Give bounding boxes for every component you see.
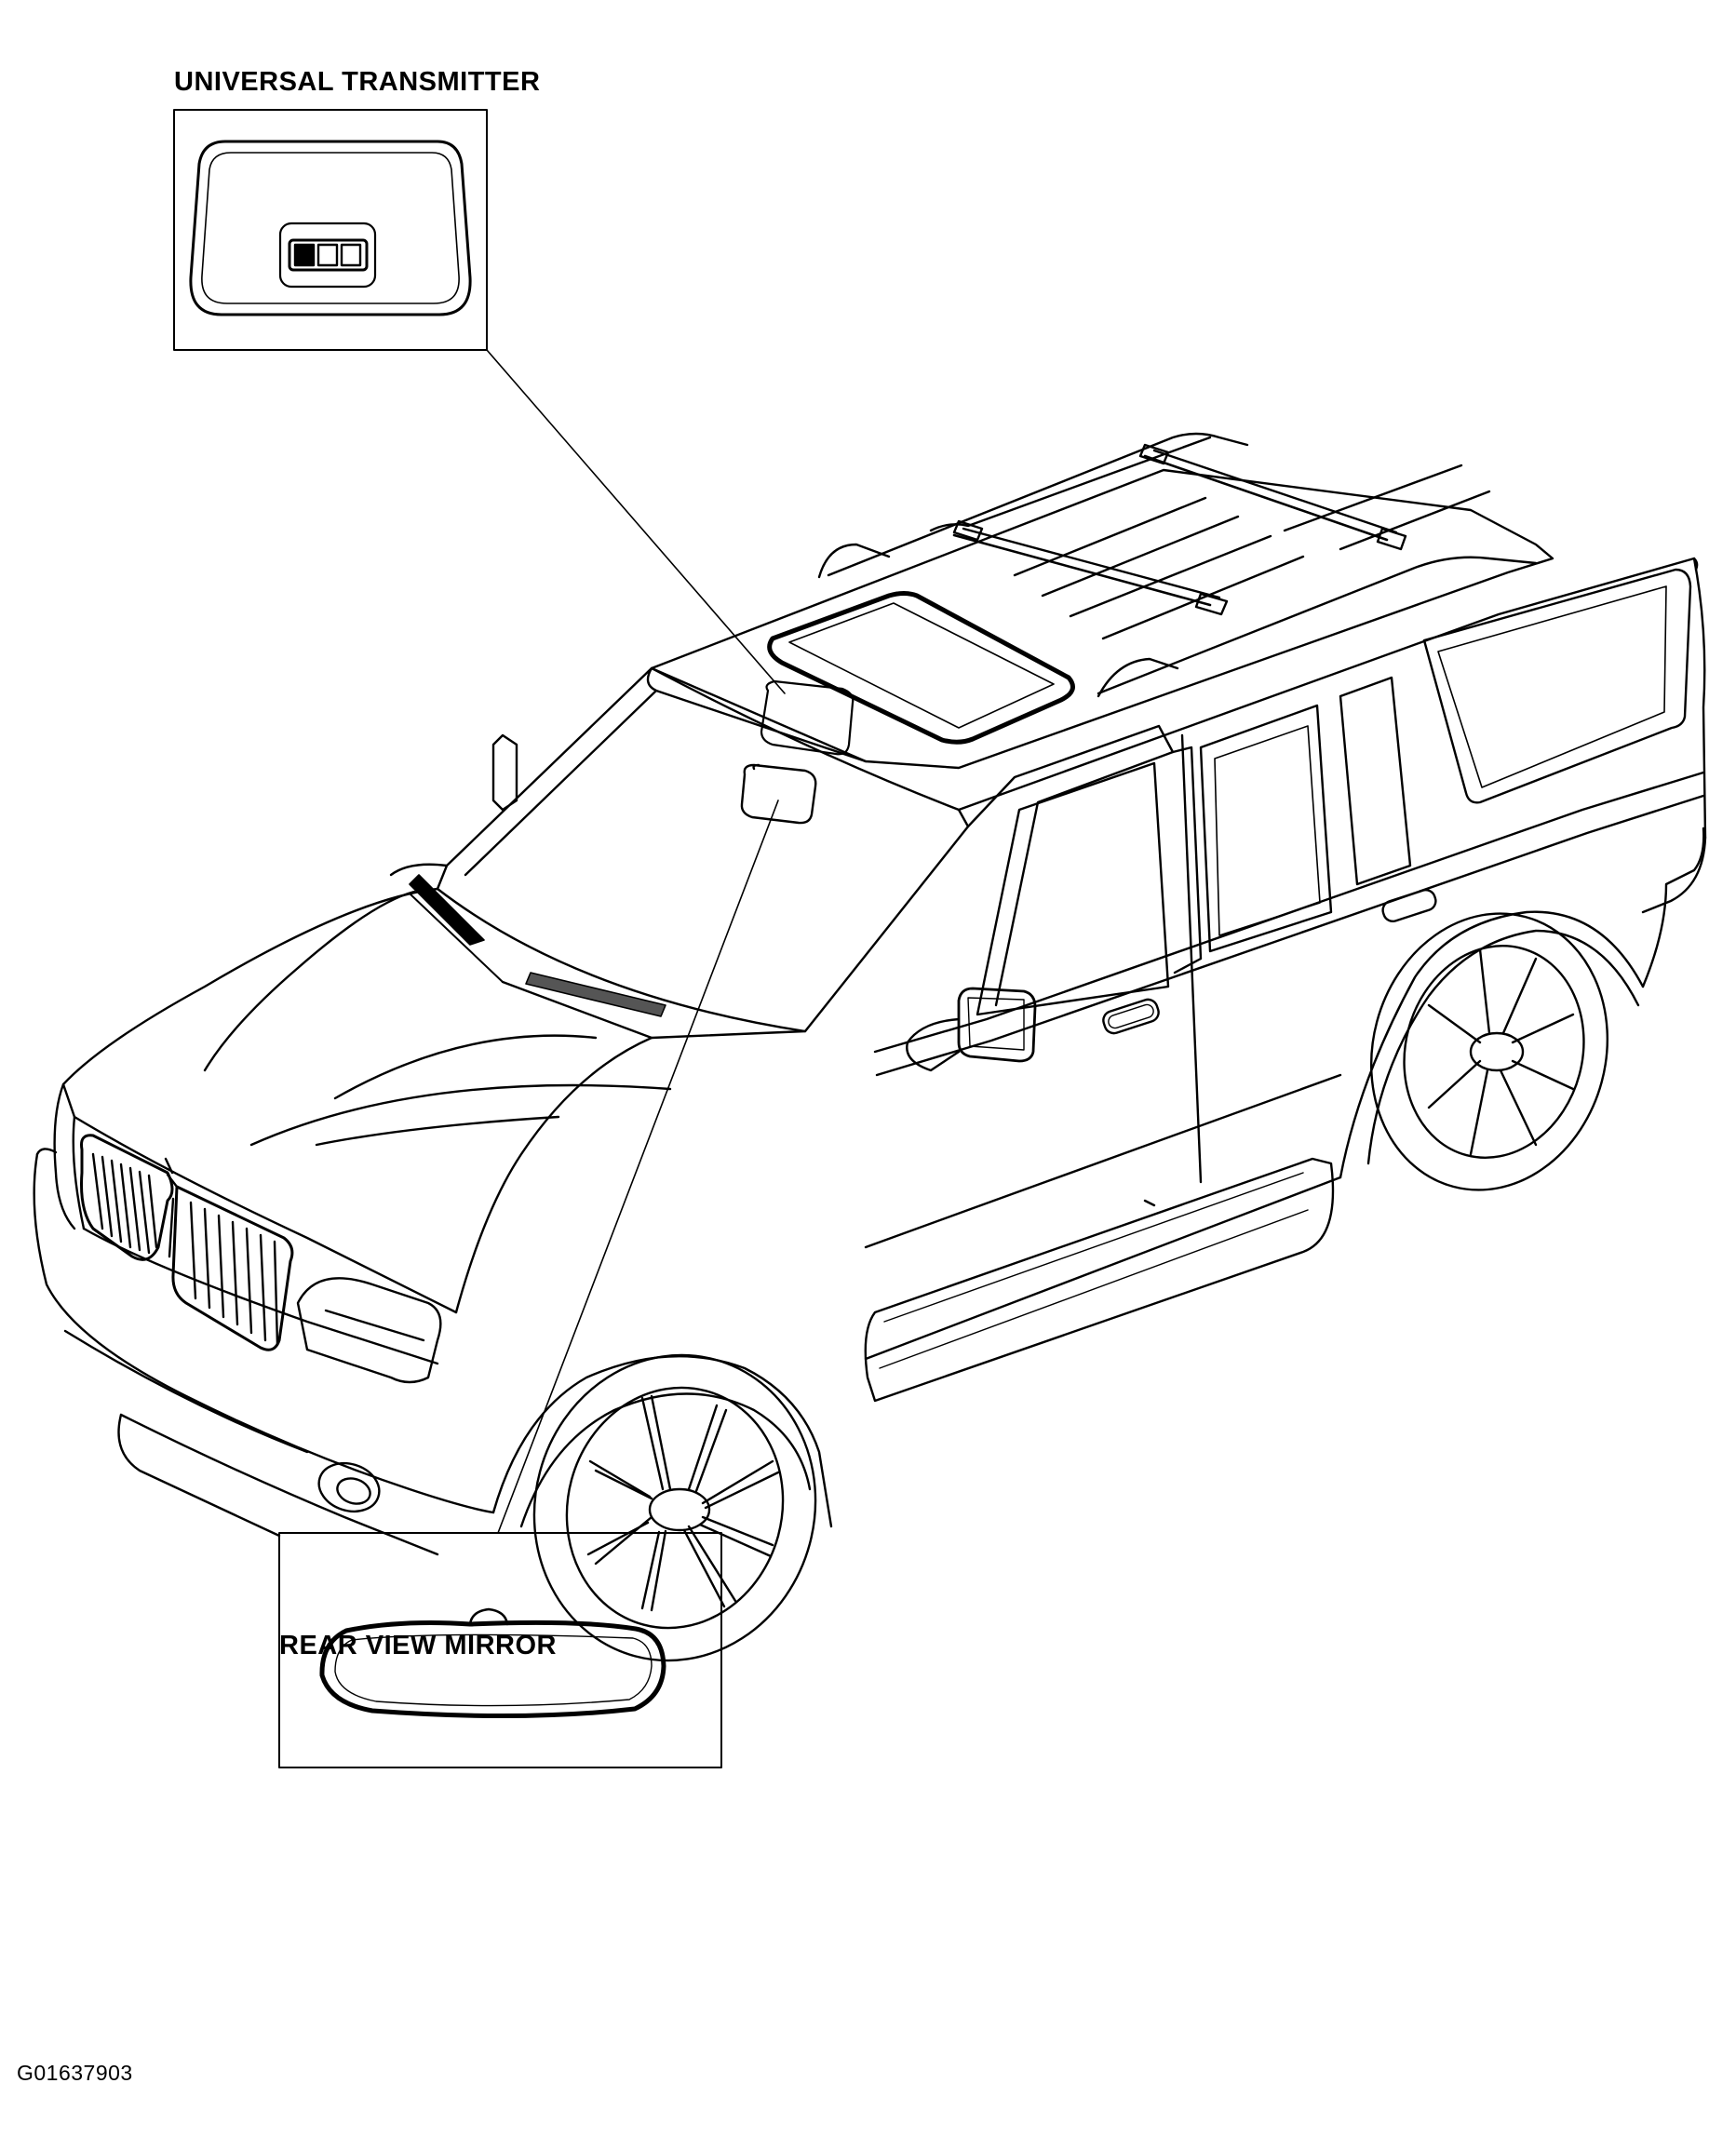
vehicle xyxy=(33,432,1707,1662)
front-wheel xyxy=(532,1353,817,1662)
leader-lines xyxy=(486,349,786,1534)
figure-id: G01637903 xyxy=(17,2061,133,2085)
rear-wheel xyxy=(1369,912,1609,1191)
grille xyxy=(80,1134,294,1351)
universal-transmitter-inset xyxy=(173,109,488,351)
rear-view-mirror-inset xyxy=(278,1532,722,1768)
running-board xyxy=(864,1157,1335,1403)
cowl-vent xyxy=(409,874,666,1017)
universal-transmitter-label: UNIVERSAL TRANSMITTER xyxy=(174,67,541,97)
transmitter-buttons xyxy=(293,243,362,267)
